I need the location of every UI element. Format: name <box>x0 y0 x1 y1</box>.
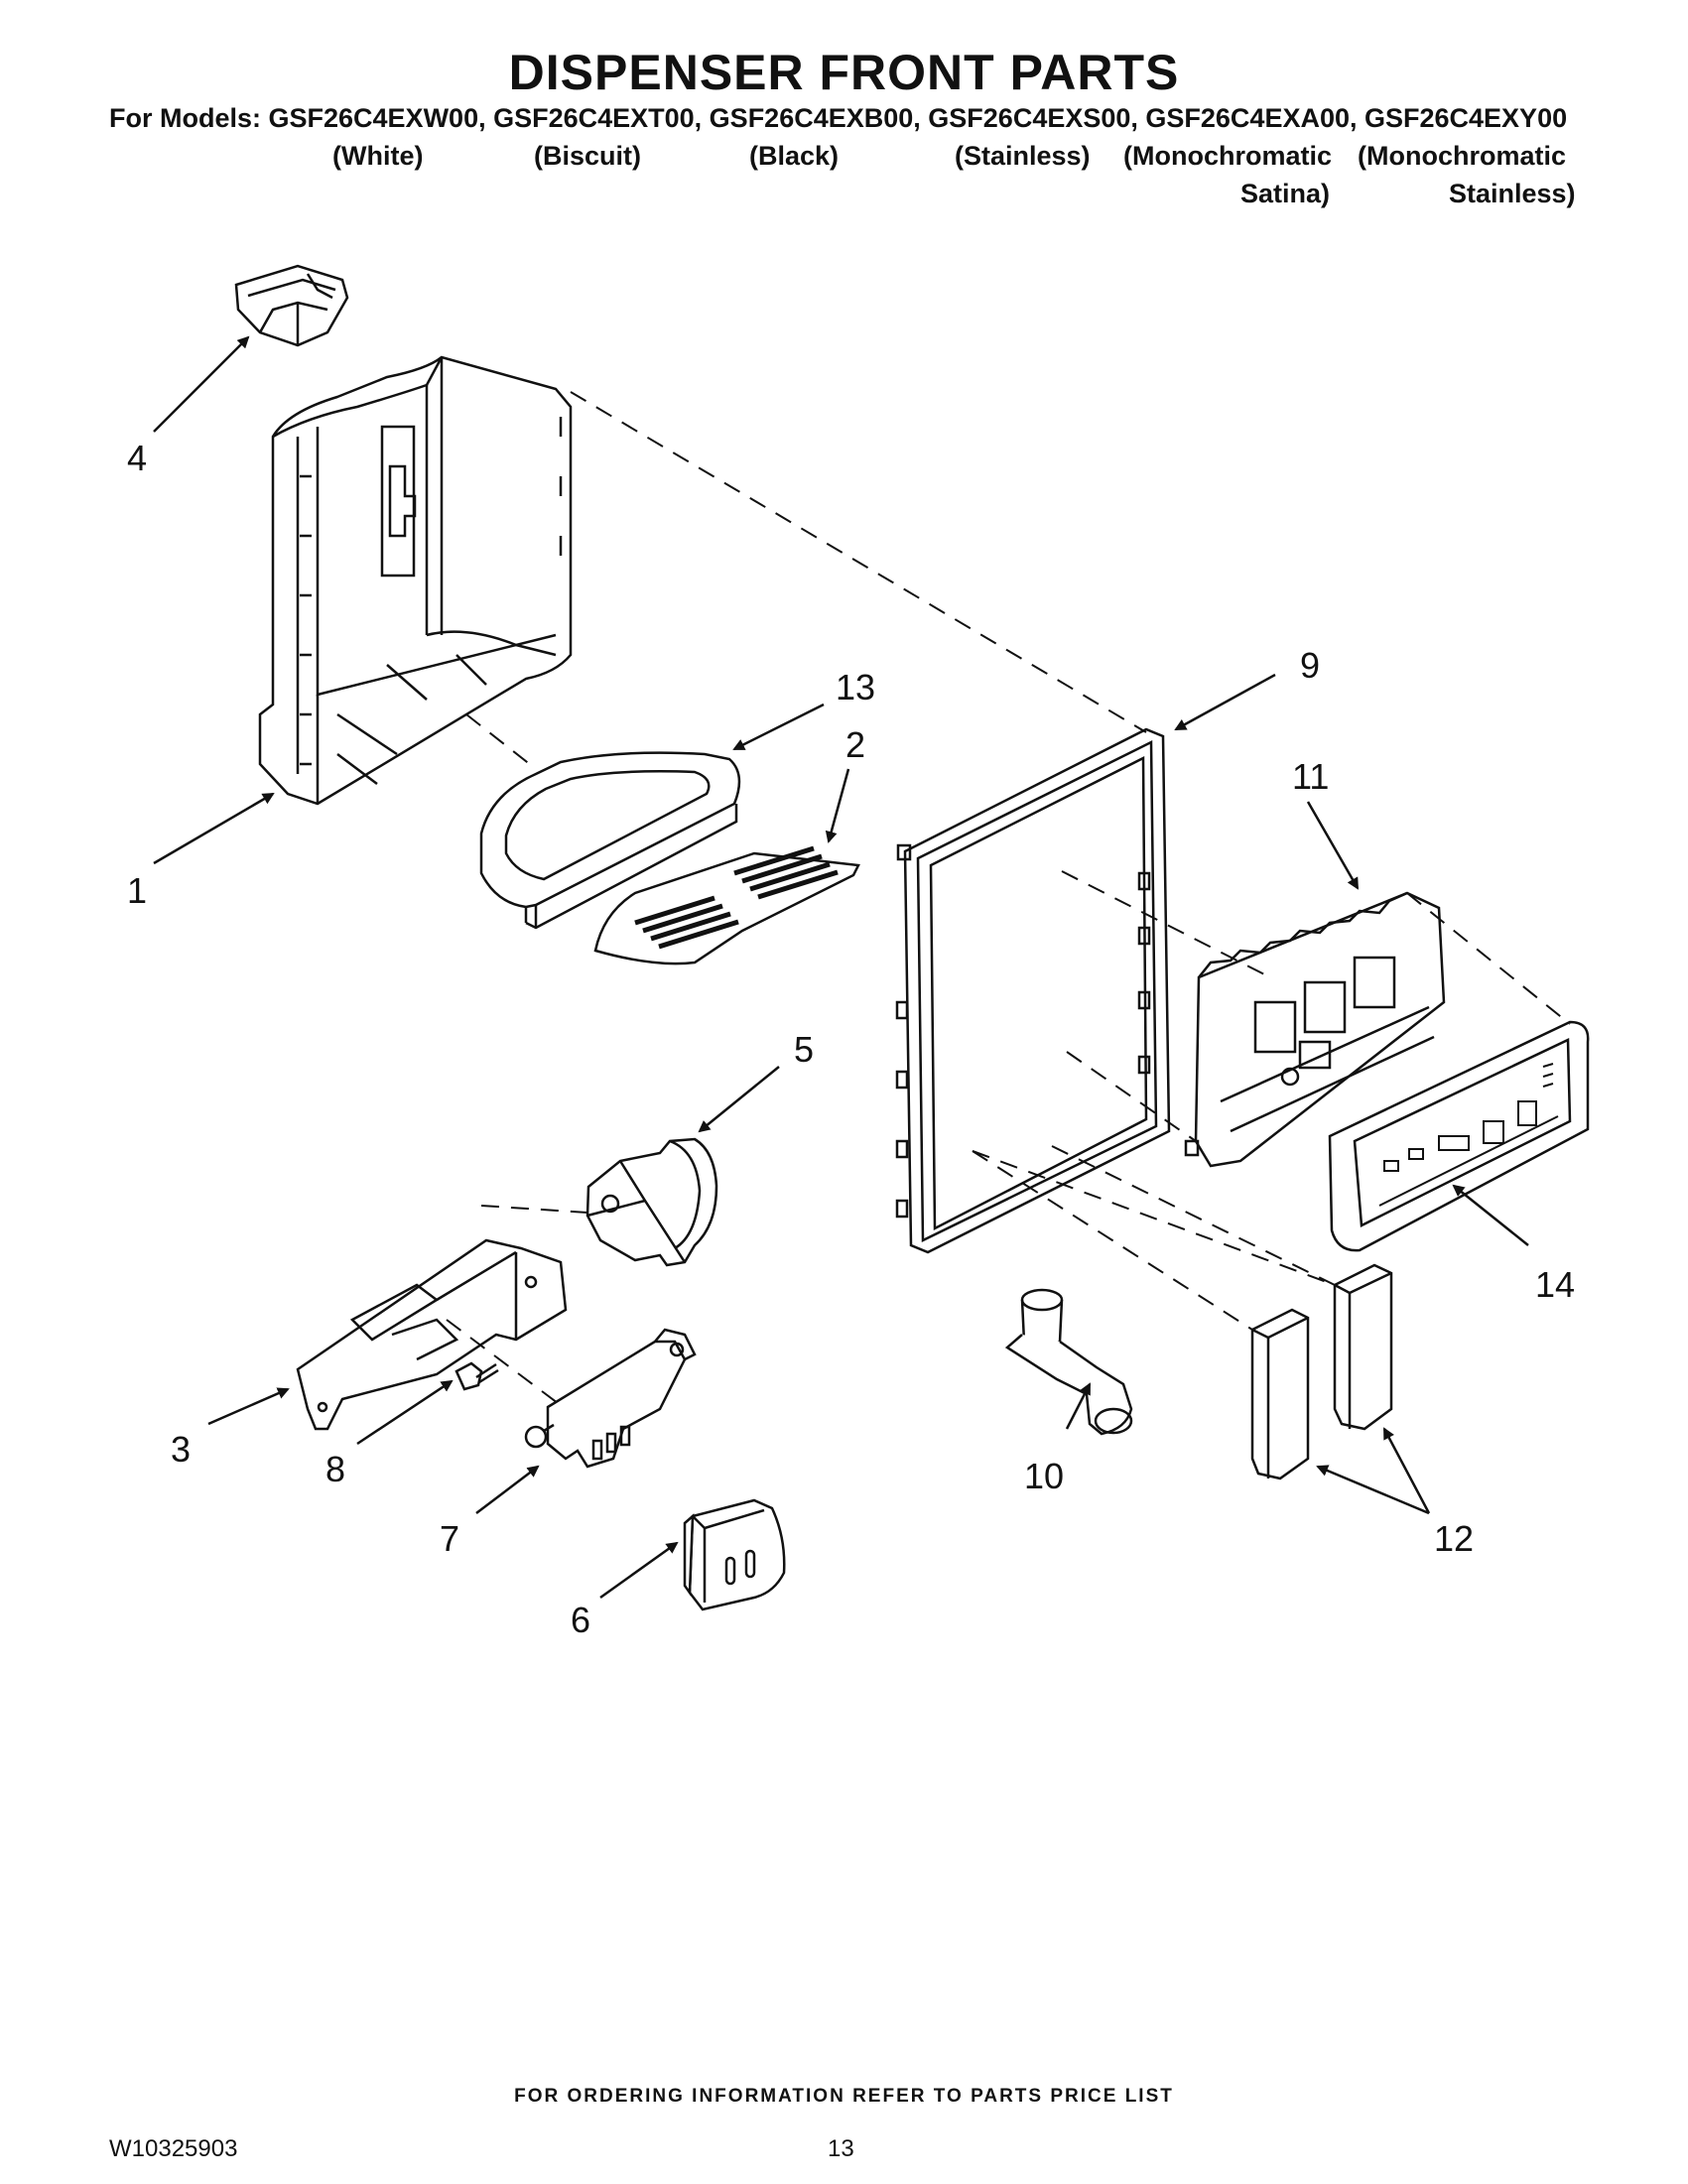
leader-arrow-1 <box>153 792 275 865</box>
finish-black: (Black) <box>749 141 840 171</box>
callout-3: 3 <box>171 1429 191 1470</box>
part-10-drawing <box>1004 1288 1133 1436</box>
callout-13: 13 <box>836 667 875 707</box>
part-5-drawing <box>585 1137 718 1267</box>
leader-arrow-12b <box>1382 1427 1431 1514</box>
callout-12: 12 <box>1434 1518 1474 1559</box>
part-14-drawing <box>1328 1020 1590 1252</box>
part-12-drawing <box>1250 1263 1393 1480</box>
callout-1: 1 <box>127 870 147 911</box>
page-title: DISPENSER FRONT PARTS <box>508 45 1180 100</box>
finish-biscuit: (Biscuit) <box>534 141 641 171</box>
callout-4: 4 <box>127 438 147 478</box>
part-6-drawing <box>683 1498 786 1611</box>
leader-arrow-2 <box>825 768 850 843</box>
callout-8: 8 <box>325 1449 345 1489</box>
leader-arrow-11 <box>1306 801 1360 890</box>
part-2-drawing <box>593 845 860 965</box>
part-9-drawing <box>895 727 1171 1254</box>
part-1-drawing <box>258 355 573 806</box>
leader-arrow-10 <box>1065 1382 1092 1430</box>
callout-9: 9 <box>1300 645 1320 686</box>
finish-stainless: (Stainless) <box>955 141 1091 171</box>
ordering-note: FOR ORDERING INFORMATION REFER TO PARTS … <box>514 2086 1174 2107</box>
models-line: For Models: GSF26C4EXW00, GSF26C4EXT00, … <box>109 103 1568 133</box>
callout-5: 5 <box>794 1029 814 1070</box>
callout-6: 6 <box>571 1600 590 1640</box>
leader-arrow-5 <box>698 1066 780 1133</box>
finish-mono-satina-line1: (Monochromatic <box>1123 141 1333 171</box>
page-number: 13 <box>828 2135 854 2162</box>
callout-10: 10 <box>1024 1456 1064 1496</box>
finish-mono-stainless-line1: (Monochromatic <box>1358 141 1567 171</box>
leader-arrow-14 <box>1452 1184 1529 1246</box>
callout-7: 7 <box>440 1518 459 1559</box>
callout-2: 2 <box>845 724 865 765</box>
part-3-drawing <box>296 1238 568 1431</box>
leader-arrow-7 <box>475 1465 540 1514</box>
part-7-drawing <box>524 1328 697 1469</box>
part-8-drawing <box>454 1361 499 1391</box>
leader-arrow-9 <box>1174 673 1276 731</box>
leader-arrow-12a <box>1316 1465 1430 1515</box>
leader-arrow-8 <box>356 1379 454 1446</box>
document-number: W10325903 <box>109 2135 238 2162</box>
assembly-dashed-lines <box>446 391 1571 1410</box>
finish-mono-stainless-line2: Stainless) <box>1449 179 1576 208</box>
leader-arrow-6 <box>599 1541 679 1600</box>
leader-arrows <box>153 335 1529 1600</box>
leader-arrow-3 <box>207 1387 290 1426</box>
leader-arrow-4 <box>153 335 250 433</box>
finish-mono-satina-line2: Satina) <box>1240 179 1331 208</box>
callout-14: 14 <box>1535 1264 1575 1305</box>
part-13-drawing <box>479 751 741 930</box>
part-11-drawing <box>1184 891 1446 1168</box>
part-4-drawing <box>234 264 349 347</box>
callout-11: 11 <box>1292 756 1329 797</box>
leader-arrow-13 <box>732 703 825 751</box>
finish-white: (White) <box>332 141 424 171</box>
